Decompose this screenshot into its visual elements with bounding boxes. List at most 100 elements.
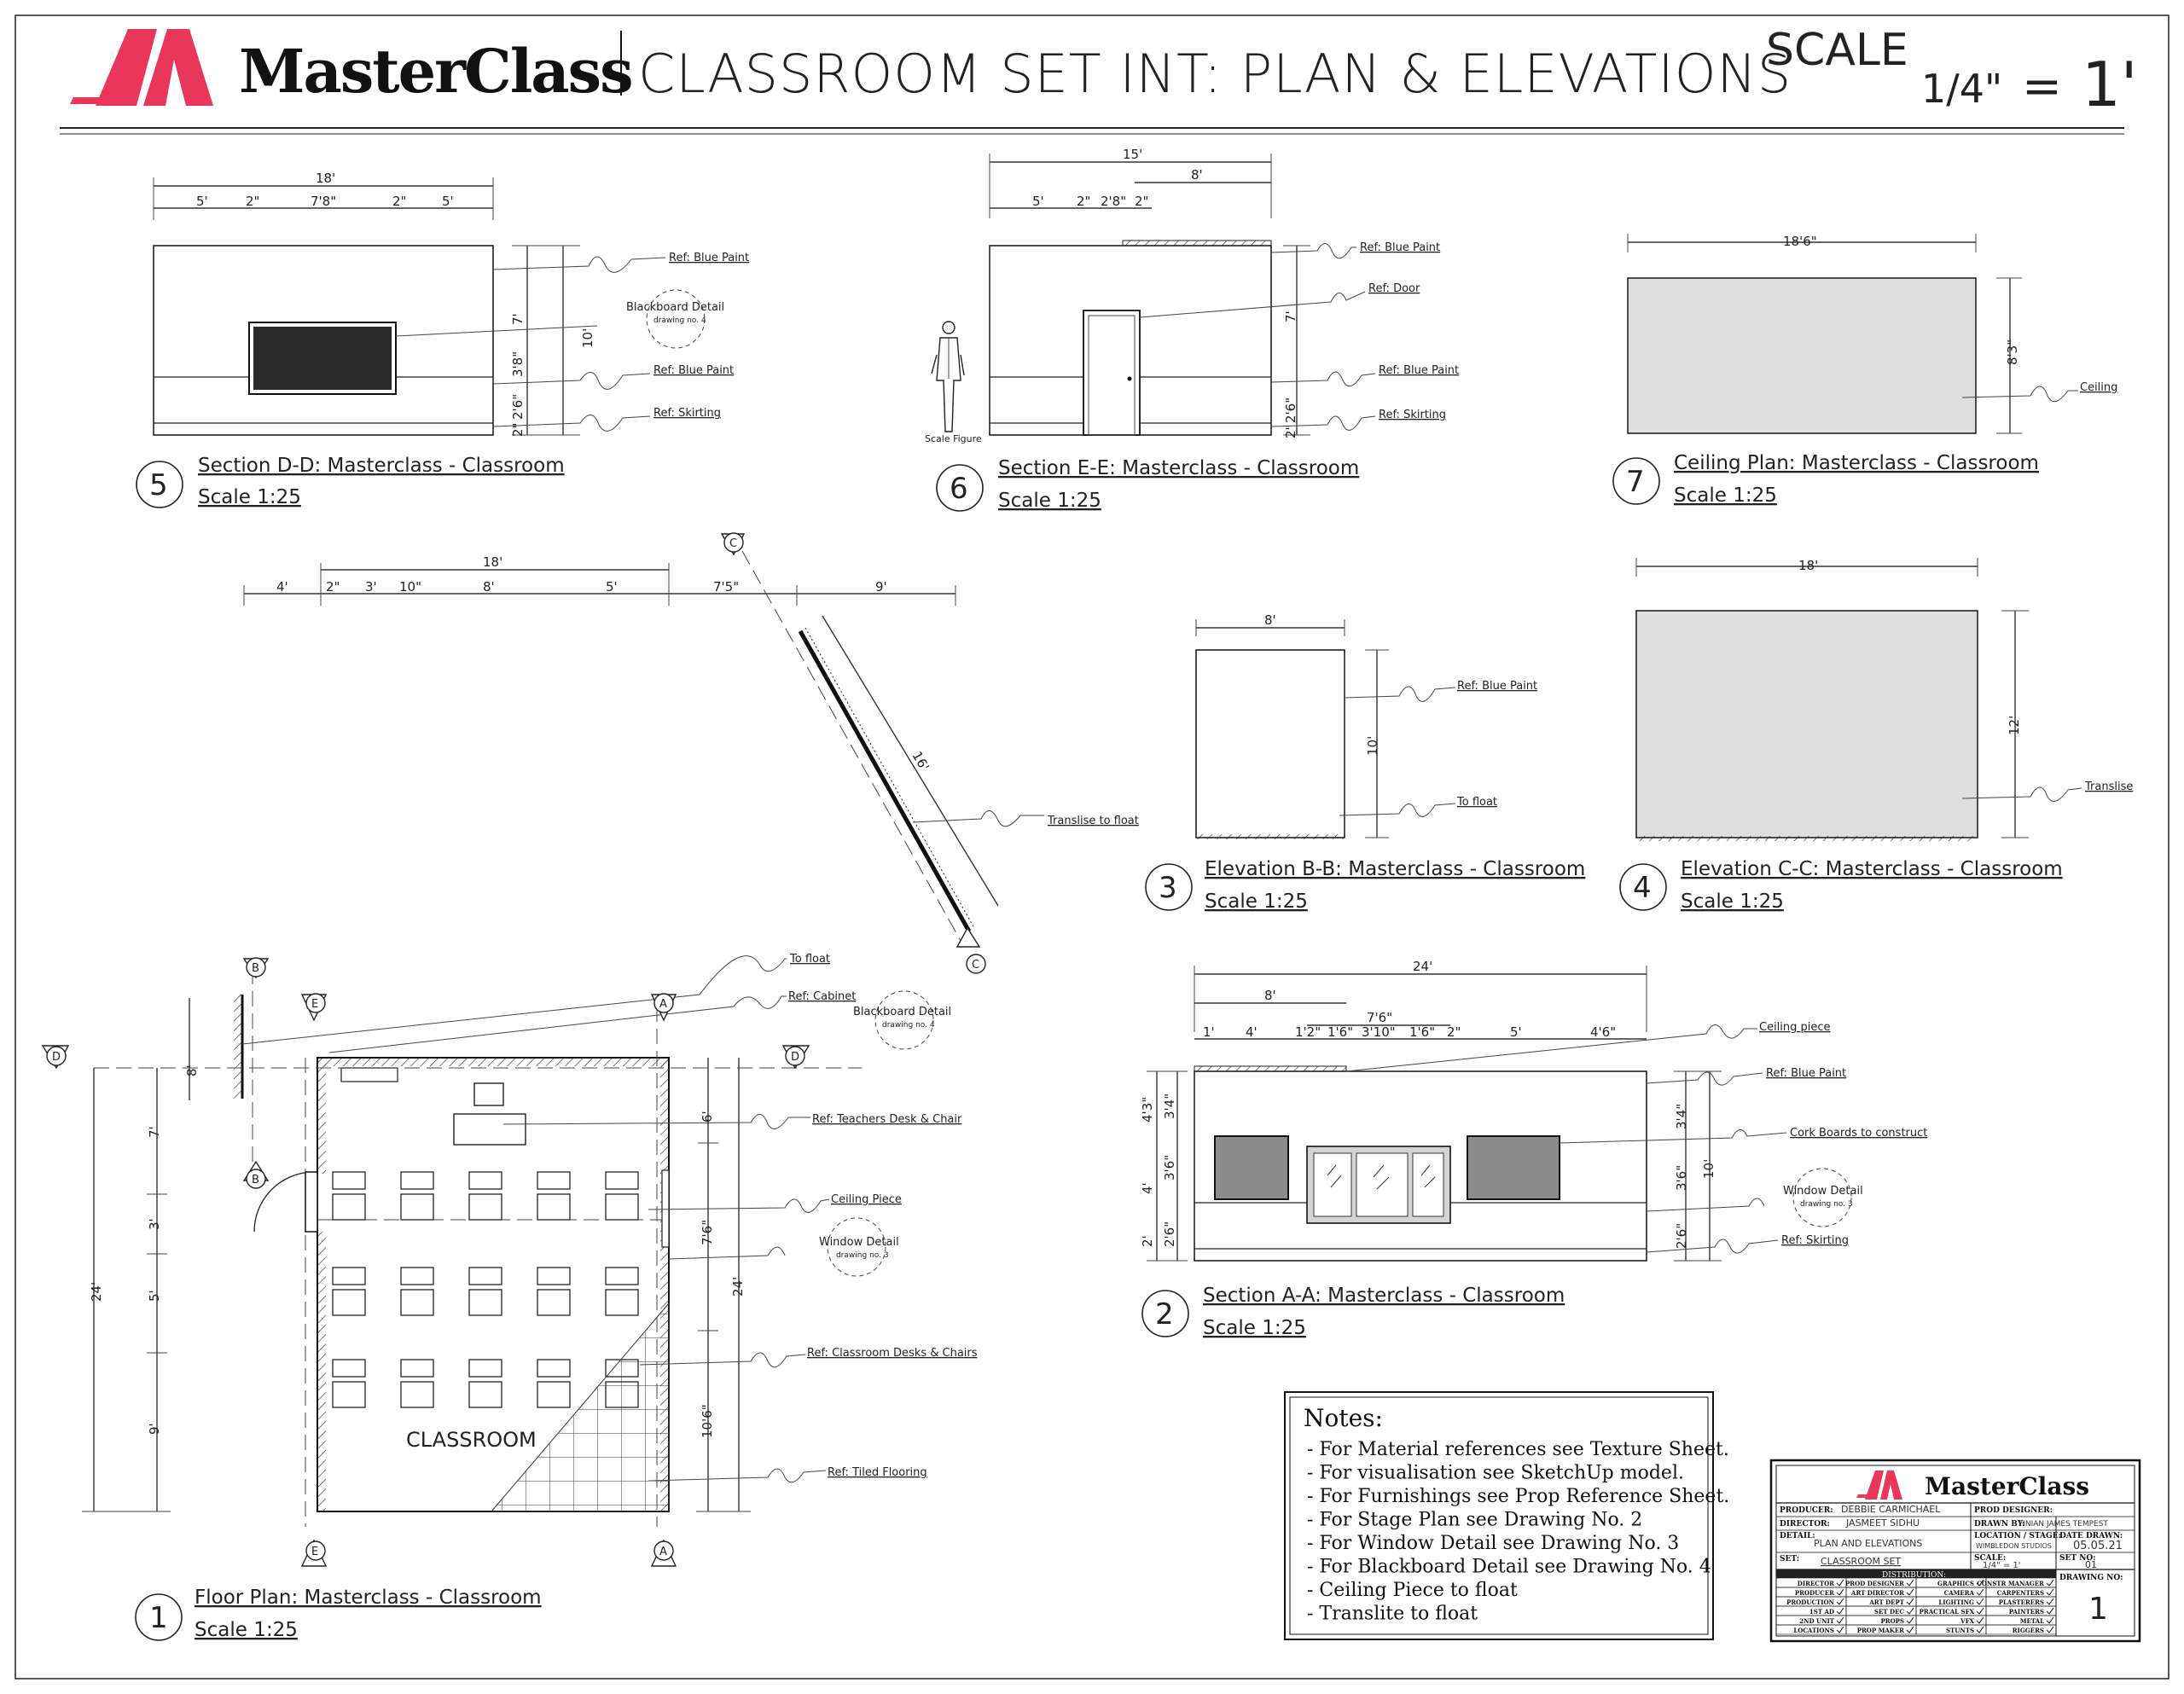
marker-b-top: B [252, 962, 259, 975]
dim-fp-left-total: 24' [89, 1282, 104, 1302]
student-desk [537, 1289, 571, 1316]
dim-fp-diag: 16' [909, 749, 932, 774]
tb-drawing-no: 1 [2088, 1592, 2108, 1627]
window-drawing-no-fp: drawing no. 3 [836, 1251, 889, 1260]
ref-translise-4: Translise [2084, 780, 2133, 793]
distribution-label: PRODUCTION [1786, 1598, 1835, 1606]
dim-s5-v3: 10' [580, 328, 595, 348]
blackboard [253, 327, 392, 390]
distribution-label: METAL [2020, 1617, 2044, 1625]
dim-s5-c: 7'8" [311, 194, 336, 209]
desk-chair [468, 1359, 502, 1378]
dim-s2-r1: 3'4" [1674, 1104, 1689, 1129]
ref-classroom-desks: Ref: Classroom Desks & Chairs [807, 1347, 978, 1360]
check-icon [1976, 1598, 1984, 1605]
dim-fp-l4: 9' [147, 1423, 162, 1435]
tb-date-label: DATE DRAWN: [2059, 1532, 2123, 1540]
view-scale-2: Scale 1:25 [1203, 1317, 1306, 1339]
check-icon [2046, 1626, 2054, 1633]
distribution-label: CONSTR MANAGER [1977, 1580, 2044, 1587]
cork-board-right [1467, 1135, 1560, 1200]
marker-a-bottom: A [659, 1546, 667, 1558]
student-desk [332, 1289, 366, 1316]
distribution-label: LOCATIONS [1793, 1627, 1834, 1634]
scale-fraction: 1/4" [1921, 66, 2002, 112]
distribution-label: PROD DESIGNER [1845, 1580, 1904, 1587]
desk-chair [400, 1267, 434, 1285]
dim-s2-c5: 3'10" [1362, 1024, 1396, 1040]
blackboard-detail-label-5: Blackboard Detail [626, 301, 724, 314]
marker-a-top: A [659, 998, 667, 1011]
view-scale-3: Scale 1:25 [1205, 891, 1308, 913]
check-icon [2046, 1607, 2054, 1615]
window-detail-label-2: Window Detail [1783, 1185, 1863, 1198]
distribution-label: DIRECTOR [1798, 1580, 1834, 1587]
desk-chair [468, 1171, 502, 1190]
dim-s6-v2: 2'6" [1283, 397, 1298, 423]
dim-s6-d: 2" [1135, 194, 1148, 209]
view-scale-7: Scale 1:25 [1674, 484, 1777, 507]
desk-chair [332, 1359, 366, 1378]
ref-to-float-3: To float [1456, 796, 1497, 809]
notes-list: - For Material references see Texture Sh… [1307, 1439, 1729, 1625]
dim-s2-b: 7'6" [1367, 1010, 1392, 1025]
dim-s2-l1: 4'3" [1140, 1097, 1155, 1123]
marker-c-bottom: C [972, 959, 979, 972]
dim-fp-r1: 6' [700, 1111, 715, 1123]
dim-fp-l1: 7' [147, 1126, 162, 1138]
dim-fp-b: 8' [184, 1065, 200, 1076]
tb-set-no: 01 [2085, 1559, 2097, 1570]
distribution-label: PLASTERERS [1999, 1598, 2044, 1606]
window-drawing-no-2: drawing no. 3 [1800, 1200, 1853, 1209]
note-item: - For Stage Plan see Drawing No. 2 [1307, 1510, 1642, 1531]
tb-detail: PLAN AND ELEVATIONS [1814, 1538, 1922, 1549]
dim-fp-t4: 10" [399, 579, 421, 595]
view-ceiling-plan: 18'6" 8'3" Ceiling 7 Ceiling Plan: Maste… [1612, 234, 2117, 507]
check-icon [1836, 1588, 1844, 1596]
dim-fp-r-total: 24' [730, 1277, 746, 1297]
desk-chair [400, 1359, 434, 1378]
blackboard-drawing-no-5: drawing no. 4 [653, 316, 706, 325]
desk-chair [400, 1171, 434, 1190]
desk-chair [605, 1171, 639, 1190]
view-title-4: Elevation C-C: Masterclass - Classroom [1681, 858, 2063, 880]
scale-figure-label: Scale Figure [925, 433, 982, 444]
dim-s7-h: 8'3" [2005, 339, 2020, 365]
dim-fp-t3: 3' [365, 579, 377, 595]
dim-e3-h: 10' [1365, 736, 1380, 756]
distribution-label: PROPS [1881, 1617, 1905, 1625]
view-title-1: Floor Plan: Masterclass - Classroom [195, 1587, 542, 1609]
distribution-label: GRAPHICS [1937, 1580, 1974, 1587]
view-number-6: 6 [950, 472, 968, 506]
view-elevation-c-c: 18' 12' Translise 4 Elevation C-C: Maste… [1619, 558, 2133, 913]
view-title-7: Ceiling Plan: Masterclass - Classroom [1674, 452, 2039, 474]
note-item: - Ceiling Piece to float [1307, 1580, 1518, 1601]
check-icon [2046, 1616, 2054, 1624]
ref-blue-paint-5a: Ref: Blue Paint [669, 252, 749, 264]
note-item: - For Material references see Texture Sh… [1307, 1439, 1729, 1460]
check-icon [2046, 1598, 2054, 1605]
title-block: MasterClass PRODUCER: DEBBIE CARMICHAEL … [1769, 1459, 2141, 1643]
tb-distribution-label: DISTRIBUTION: [1882, 1571, 1946, 1580]
dim-s2-c1: 1' [1203, 1024, 1215, 1040]
ref-cork-boards: Cork Boards to construct [1790, 1127, 1927, 1140]
dim-s2-c7: 2" [1447, 1024, 1461, 1040]
ref-translise-float: Translise to float [1047, 815, 1139, 827]
student-desk [468, 1289, 502, 1316]
student-desk [605, 1289, 639, 1316]
dim-s2-c8: 5' [1510, 1024, 1522, 1040]
sheet-border [15, 15, 2169, 1679]
distribution-label: LIGHTING [1938, 1598, 1974, 1606]
student-desk [468, 1381, 502, 1408]
desk-chair [605, 1267, 639, 1285]
distribution-label: PROP MAKER [1857, 1627, 1904, 1634]
dim-s6-v1: 7' [1283, 310, 1298, 322]
dim-s2-l4: 4' [1140, 1182, 1155, 1194]
dim-s5-total: 18' [316, 171, 335, 186]
scale-label: SCALE [1766, 25, 1908, 76]
ref-skirting-5: Ref: Skirting [653, 407, 721, 420]
view-number-5: 5 [149, 468, 168, 502]
tb-scale: 1/4" = 1' [1983, 1561, 2021, 1570]
tb-location-label: LOCATION / STAGE: [1974, 1532, 2061, 1540]
dim-s6-a: 5' [1032, 194, 1044, 209]
